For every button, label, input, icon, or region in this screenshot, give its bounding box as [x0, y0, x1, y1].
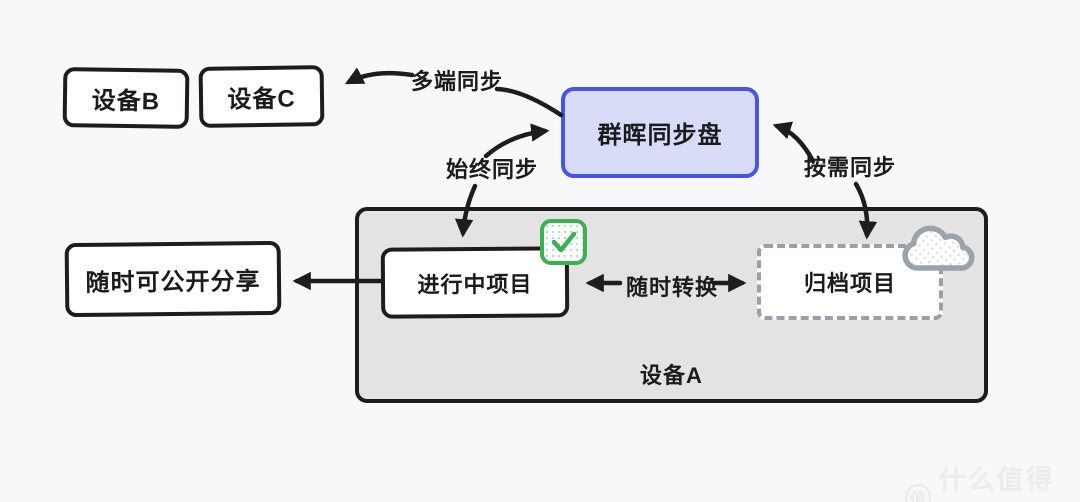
share-label: 随时可公开分享 — [85, 267, 261, 297]
check-icon — [551, 231, 576, 253]
device-c-node: 设备C — [198, 65, 325, 128]
convert-edge-label: 随时转换 — [626, 275, 719, 300]
multi-sync-arrow — [344, 67, 415, 85]
watermark-badge-icon: 值 — [905, 483, 932, 502]
always-sync-edge-label: 始终同步 — [446, 157, 539, 182]
watermark: 值 什么值得买 — [905, 458, 1080, 502]
device-c-label: 设备C — [227, 85, 296, 114]
cloud-icon — [900, 219, 982, 277]
archive-node: 归档项目 — [757, 244, 943, 320]
sync-drive-node: 群晖同步盘 — [561, 87, 759, 178]
multi-sync-curve — [494, 86, 564, 118]
watermark-text: 什么值得买 — [938, 465, 1055, 495]
sync-drive-label: 群晖同步盘 — [597, 122, 723, 149]
multi-sync-edge-label: 多端同步 — [411, 69, 504, 94]
on-demand-sync-edge-label: 按需同步 — [804, 155, 897, 180]
check-badge — [540, 219, 587, 265]
device-a-label: 设备A — [640, 363, 703, 388]
share-node: 随时可公开分享 — [64, 240, 282, 318]
device-b-label: 设备B — [91, 87, 161, 115]
in-progress-label: 进行中项目 — [417, 271, 533, 297]
device-b-node: 设备B — [62, 67, 190, 129]
archive-label: 归档项目 — [803, 271, 896, 296]
